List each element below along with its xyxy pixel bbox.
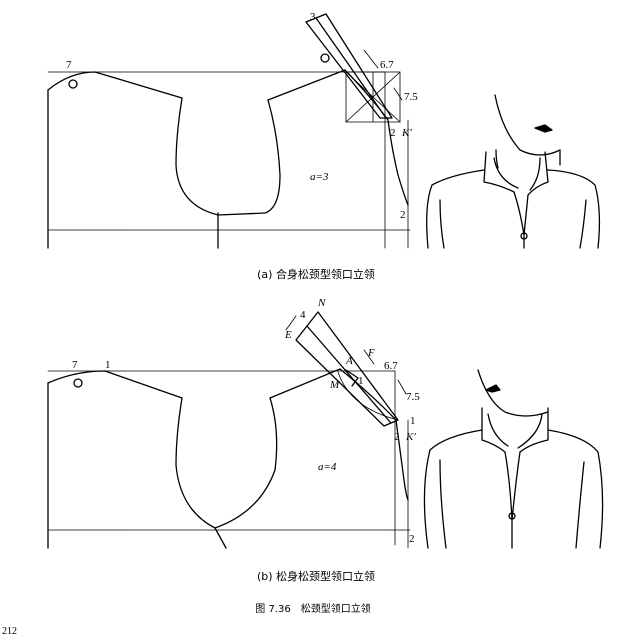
pattern-a: [47, 13, 411, 249]
label-b-1a: 1: [105, 359, 111, 371]
left-shoulder-b: [423, 429, 483, 549]
notch-circle-a2: [320, 53, 330, 63]
label-b-2b: 2: [409, 533, 415, 545]
right-sleeve-a: [579, 199, 587, 249]
collar-left-b: [481, 407, 506, 453]
collar-mid-b: [306, 325, 392, 424]
label-b-k-prime: K′: [405, 431, 416, 443]
caption-a: (a) 合身松颈型领口立领: [257, 267, 375, 281]
label-b-param: a=4: [318, 461, 337, 473]
label-b-n: N: [317, 297, 326, 309]
left-sleeve-b: [439, 459, 447, 549]
right-shoulder-a: [547, 169, 601, 249]
label-b-4: 4: [300, 309, 306, 321]
tick-b2: [363, 349, 375, 365]
mouth-a: [534, 124, 553, 133]
front-shoulder-a: [267, 69, 346, 101]
right-sleeve-b: [575, 461, 585, 549]
left-sleeve-a: [439, 199, 445, 249]
head-outline-b: [477, 369, 549, 417]
label-b-7-5: 7.5: [406, 391, 420, 403]
pattern-b: [47, 311, 411, 549]
label-a-2b: 2: [400, 209, 406, 221]
label-a-param: a=3: [310, 171, 329, 183]
label-a-2: 2: [390, 127, 396, 139]
collar-band-a: [305, 13, 393, 119]
button-a: [520, 232, 528, 240]
label-b-a: A: [345, 355, 353, 367]
armhole-a: [175, 97, 281, 216]
button-b: [508, 512, 516, 520]
label-b-m: M: [329, 379, 340, 391]
front-shoulder-b: [269, 368, 341, 399]
caption-b: (b) 松身松颈型领口立领: [257, 569, 375, 583]
collar-inner-a: [493, 157, 541, 191]
illustration-b: [423, 369, 604, 549]
left-shoulder-a: [426, 169, 485, 249]
tick-a1: [363, 49, 379, 69]
label-b-6-7: 6.7: [384, 360, 398, 372]
label-b-f: F: [367, 347, 375, 359]
page-number: 212: [2, 626, 17, 636]
figure-caption: 图 7.36 松颈型领口立领: [255, 602, 370, 615]
collar-inner-b: [487, 413, 543, 449]
label-b-e: E: [284, 329, 292, 341]
illustration-a: [426, 94, 601, 249]
right-shoulder-b: [547, 429, 604, 549]
head-outline-a: [494, 94, 561, 156]
front-neckline-b: [339, 368, 409, 501]
front-neckline-a: [344, 69, 409, 206]
tick-a2: [393, 87, 403, 101]
back-shoulder-neck-b: [47, 370, 183, 399]
label-a-7-5: 7.5: [404, 91, 418, 103]
collar-left-a: [483, 151, 515, 193]
label-b-1b: 1: [358, 375, 364, 387]
back-shoulder-neck-a: [47, 71, 183, 99]
tick-b3: [397, 379, 407, 395]
notch-circle-b: [73, 378, 83, 388]
tick-b1: [285, 315, 297, 331]
placket-a: [513, 191, 529, 249]
neck-a: [495, 149, 561, 169]
placket-b: [504, 451, 521, 549]
label-a-7: 7: [66, 59, 72, 71]
label-b-7: 7: [72, 359, 78, 371]
collar-right-b: [519, 407, 549, 453]
label-b-2: 2: [394, 431, 400, 443]
label-a-3: 3: [310, 11, 316, 23]
armhole-b: [175, 397, 278, 549]
label-b-1c: 1: [410, 415, 416, 427]
notch-m-b: [345, 369, 359, 387]
collar-right-a: [527, 151, 549, 196]
collar-band-b: [295, 311, 399, 427]
mouth-b: [485, 384, 501, 393]
label-a-k-prime: K′: [401, 127, 412, 139]
label-a-6-7: 6.7: [380, 59, 394, 71]
collar-mid-a: [315, 17, 387, 119]
notch-circle-a1: [68, 79, 78, 89]
